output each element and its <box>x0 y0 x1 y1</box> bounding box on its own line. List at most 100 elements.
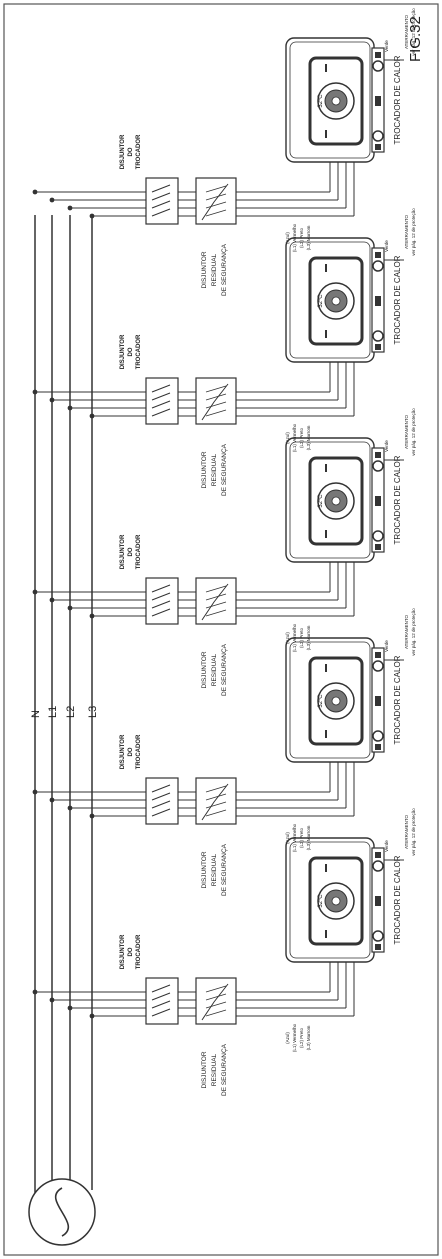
junction-dot <box>89 213 95 219</box>
rcd-contact <box>205 185 227 193</box>
rcd-label: DISJUNTOR <box>201 851 208 888</box>
earthing-label: ver pág. 12 de proteção <box>411 408 416 456</box>
junction-dot <box>89 1013 95 1019</box>
rcd-label: RESIDUAL <box>211 1053 218 1086</box>
exchanger-port <box>372 860 384 872</box>
junction-dot <box>49 597 55 603</box>
rcd-box <box>195 777 237 825</box>
earth-tag: Verde <box>384 840 389 852</box>
rcd-contact <box>205 385 227 393</box>
exchanger-label: TROCADOR DE CALOR <box>393 855 402 944</box>
exchanger-terminal <box>375 296 381 306</box>
wire-label: (Azul) <box>285 1032 290 1044</box>
exchanger-port <box>372 60 384 72</box>
earth-tag: Verde <box>384 240 389 252</box>
figure-label: FIG.32 <box>407 16 424 62</box>
bus-lines <box>34 215 93 1215</box>
breaker-contact <box>151 584 171 593</box>
rcd-label: DISJUNTOR <box>201 251 208 288</box>
rcd-label: DE SEGURANÇA <box>221 843 228 896</box>
wire-label: (L3) Marrom <box>306 825 311 850</box>
exchanger-terminal <box>375 744 381 750</box>
breaker-contact <box>151 808 171 817</box>
rcd-contact <box>205 601 227 609</box>
exchanger-dial-center <box>331 896 341 906</box>
breaker-contact <box>151 784 171 793</box>
rcd-contact <box>205 985 227 993</box>
rcd-box <box>195 377 237 425</box>
breaker-box <box>145 777 179 825</box>
rcd-contact <box>201 583 229 621</box>
diagram-frame <box>3 3 439 1256</box>
rcd-contact <box>205 193 227 201</box>
earthing-label: ATERRAMENTO <box>404 614 409 649</box>
rcd-contact <box>205 609 227 617</box>
junction-dot <box>32 789 38 795</box>
rcd-label: DE SEGURANÇA <box>221 243 228 296</box>
earth-tag: Verde <box>384 40 389 52</box>
wire-label: (L3) Marrom <box>306 225 311 250</box>
wire-label: (L2) Preto <box>299 228 304 249</box>
breaker-contact <box>151 408 171 417</box>
wire-label: (L1) Vermelho <box>292 223 297 252</box>
rcd-contact <box>205 785 227 793</box>
wire-label: (L2) Preto <box>299 628 304 649</box>
exchanger-port <box>372 730 384 742</box>
breaker-contact <box>151 208 171 217</box>
exchanger-temp-text: 32ºC <box>317 494 324 508</box>
breaker-contact <box>151 992 171 1001</box>
junction-dot <box>49 797 55 803</box>
wire-label: (L2) Preto <box>299 428 304 449</box>
ac-source-symbol <box>28 1178 96 1246</box>
exchanger-port <box>372 330 384 342</box>
exchanger-housing-inner <box>289 441 371 559</box>
rcd-box <box>195 177 237 225</box>
earth-tag: Verde <box>384 640 389 652</box>
rcd-label: RESIDUAL <box>211 453 218 486</box>
rcd-box <box>195 577 237 625</box>
exchanger-dial-center <box>331 496 341 506</box>
junction-dot <box>89 813 95 819</box>
exchanger-port <box>372 660 384 672</box>
exchanger-label: TROCADOR DE CALOR <box>393 455 402 544</box>
breaker-contact <box>151 608 171 617</box>
exchanger-housing-inner <box>289 641 371 759</box>
wire-label: (L2) Preto <box>299 828 304 849</box>
junction-dot <box>67 205 73 211</box>
wire-label: (Azul) <box>285 832 290 844</box>
rcd-label: RESIDUAL <box>211 653 218 686</box>
breaker-box <box>145 977 179 1025</box>
exchanger-dial-center <box>331 696 341 706</box>
rcd-contact <box>205 409 227 417</box>
exchanger-port <box>372 930 384 942</box>
exchanger-temp-text: 32ºC <box>317 694 324 708</box>
breaker-contact <box>151 800 171 809</box>
exchanger-housing-inner <box>289 841 371 959</box>
rcd-label: DISJUNTOR <box>201 1051 208 1088</box>
exchanger-label: TROCADOR DE CALOR <box>393 55 402 144</box>
rcd-label: DE SEGURANÇA <box>221 443 228 496</box>
rcd-contact <box>205 593 227 601</box>
earthing-label: ATERRAMENTO <box>404 814 409 849</box>
exchanger-terminal <box>375 96 381 106</box>
earthing-label: ATERRAMENTO <box>404 14 409 49</box>
wire-label: (L3) Marrom <box>306 425 311 450</box>
earthing-label: ATERRAMENTO <box>404 414 409 449</box>
rcd-contact <box>205 1001 227 1009</box>
breaker-contact <box>151 192 171 201</box>
junction-dot <box>49 997 55 1003</box>
earth-tag: Verde <box>384 440 389 452</box>
earthing-label: ver pág. 12 de proteção <box>411 608 416 656</box>
rcd-contact <box>205 993 227 1001</box>
rcd-label: RESIDUAL <box>211 253 218 286</box>
junction-dot <box>67 605 73 611</box>
exchanger-dial-center <box>331 96 341 106</box>
exchanger-temp-text: 32ºC <box>317 894 324 908</box>
earthing-label: ver pág. 12 de proteção <box>411 808 416 856</box>
rcd-contact <box>201 983 229 1021</box>
breaker-box <box>145 377 179 425</box>
exchanger-terminal <box>375 344 381 350</box>
junction-dot <box>89 613 95 619</box>
breaker-label: DO <box>128 947 134 956</box>
